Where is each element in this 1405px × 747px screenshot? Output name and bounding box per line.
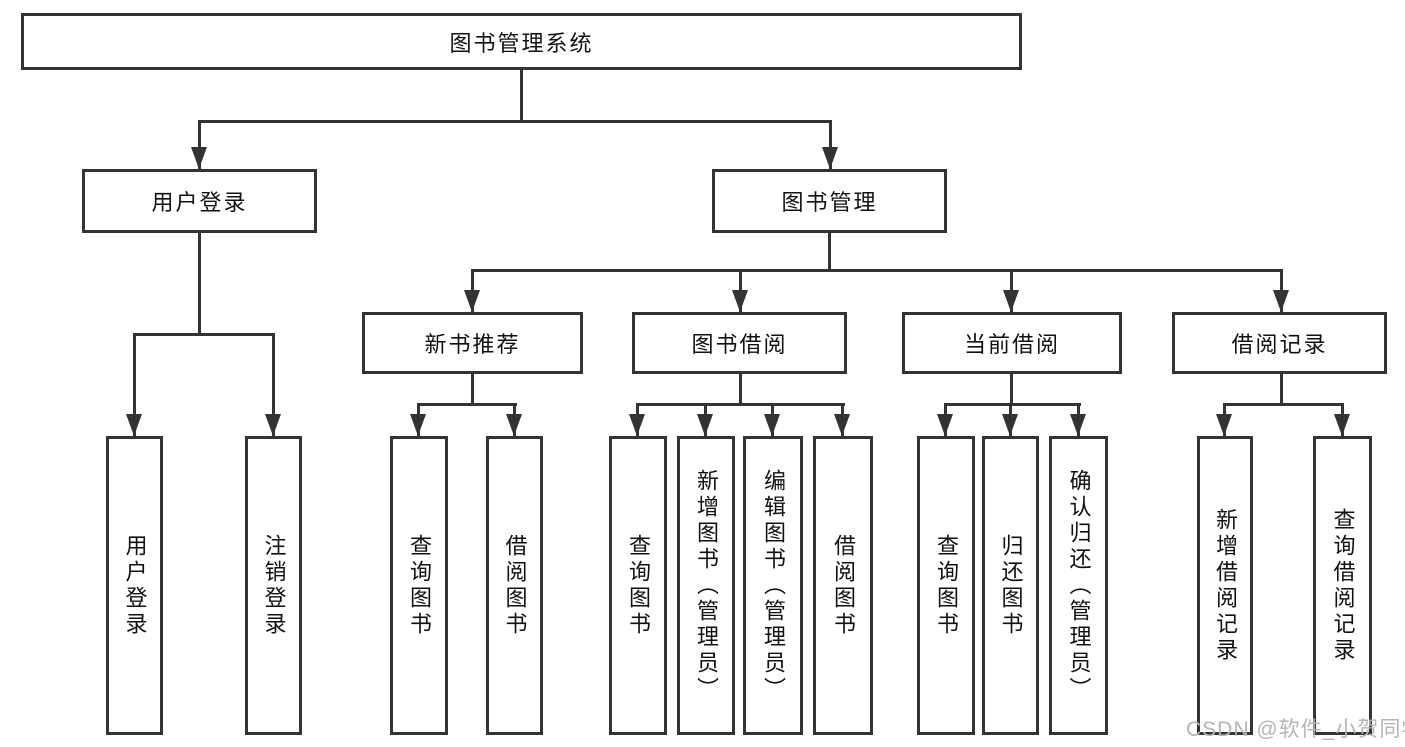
arrowhead-icon	[629, 414, 645, 436]
node-book-management: 图书管理	[712, 169, 947, 233]
node-label: 图书管理系统	[449, 30, 594, 56]
node-label: 图书借阅	[691, 332, 788, 357]
arrowhead-icon	[464, 290, 480, 312]
arrowhead-icon	[1070, 414, 1086, 436]
arrowhead-icon	[1216, 414, 1232, 436]
node-new-book-recommendation: 新书推荐	[362, 312, 583, 374]
node-label: 新增借阅记录	[1213, 507, 1238, 664]
node-label: 借阅图书	[502, 533, 528, 638]
connector-line	[272, 333, 275, 436]
arrowhead-icon	[822, 147, 838, 169]
leaf-current-return-books: 归还图书	[982, 436, 1039, 735]
node-label: 查询借阅记录	[1330, 507, 1356, 664]
node-label: 查询图书	[626, 533, 651, 638]
connector-line	[417, 403, 517, 406]
arrowhead-icon	[732, 290, 748, 312]
arrowhead-icon	[697, 414, 713, 436]
leaf-logout: 注销登录	[245, 436, 302, 735]
arrowhead-icon	[265, 414, 281, 436]
leaf-current-confirm-return-admin: 确认归还（管理员）	[1049, 436, 1108, 735]
node-label: 借阅图书	[831, 533, 856, 638]
node-borrowing-records: 借阅记录	[1172, 312, 1387, 374]
leaf-borrowing-query-books: 查询图书	[609, 436, 667, 735]
leaf-records-add-record: 新增借阅记录	[1197, 436, 1253, 735]
arrowhead-icon	[937, 414, 953, 436]
leaf-newbook-query-books: 查询图书	[390, 436, 448, 735]
leaf-user-login: 用户登录	[106, 436, 163, 735]
arrowhead-icon	[410, 414, 426, 436]
node-label: 用户登录	[151, 190, 248, 215]
connector-line	[133, 333, 136, 436]
leaf-borrowing-edit-books-admin: 编辑图书（管理员）	[743, 436, 803, 735]
arrowhead-icon	[191, 147, 207, 169]
node-label: 用户登录	[122, 533, 148, 638]
node-label: 借阅记录	[1231, 332, 1328, 357]
connector-line	[1223, 403, 1344, 406]
arrowhead-icon	[126, 414, 142, 436]
node-label: 归还图书	[998, 533, 1024, 638]
connector-line	[198, 120, 832, 123]
node-label: 确认归还（管理员）	[1066, 468, 1092, 703]
connector-line	[198, 120, 201, 169]
connector-line	[471, 374, 474, 406]
connector-line	[520, 70, 523, 122]
watermark: CSDN @软件_小贺同学	[1186, 718, 1405, 741]
arrowhead-icon	[1273, 290, 1289, 312]
node-label: 图书管理	[781, 190, 878, 215]
arrowhead-icon	[1334, 414, 1350, 436]
connector-line	[198, 233, 201, 335]
node-label: 新书推荐	[424, 332, 521, 357]
connector-line	[1280, 374, 1283, 406]
connector-line	[133, 333, 275, 336]
node-label: 新增图书（管理员）	[694, 468, 719, 703]
arrowhead-icon	[764, 414, 780, 436]
leaf-current-query-books: 查询图书	[917, 436, 975, 735]
node-book-borrowing: 图书借阅	[632, 312, 847, 374]
connector-line	[739, 374, 742, 406]
node-label: 编辑图书（管理员）	[761, 468, 786, 703]
node-current-borrowing: 当前借阅	[902, 312, 1122, 374]
connector-line	[829, 120, 832, 169]
leaf-borrowing-borrow-books: 借阅图书	[813, 436, 873, 735]
leaf-borrowing-add-books-admin: 新增图书（管理员）	[677, 436, 735, 735]
node-label: 当前借阅	[963, 332, 1060, 357]
arrowhead-icon	[1002, 414, 1018, 436]
leaf-records-query-record: 查询借阅记录	[1313, 436, 1372, 735]
connector-line	[1010, 374, 1013, 406]
arrowhead-icon	[1003, 290, 1019, 312]
node-user-login: 用户登录	[82, 169, 317, 233]
node-label: 注销登录	[261, 533, 287, 638]
arrowhead-icon	[834, 414, 850, 436]
node-label: 查询图书	[407, 533, 432, 638]
arrowhead-icon	[506, 414, 522, 436]
node-label: 查询图书	[934, 533, 959, 638]
connector-line	[636, 403, 845, 406]
connector-line	[828, 233, 831, 272]
connector-line	[944, 403, 1081, 406]
node-library-management-system: 图书管理系统	[21, 13, 1022, 70]
connector-line	[471, 269, 1283, 272]
leaf-newbook-borrow-books: 借阅图书	[486, 436, 543, 735]
